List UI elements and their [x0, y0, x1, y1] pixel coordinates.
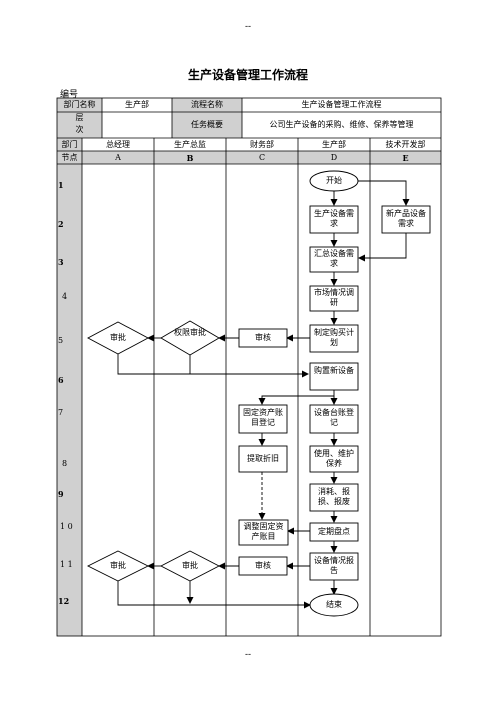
lane-name-a: 总经理 [106, 139, 130, 149]
row-number-5: 5 [58, 336, 64, 345]
d-report-box [309, 552, 359, 581]
b-approve2-diamond [160, 550, 220, 582]
level-label-cell: 层 次 [57, 112, 102, 138]
c-asset-box [238, 404, 288, 434]
c-audit2-label: 审核 [255, 561, 271, 570]
table-grid [56, 97, 442, 637]
d-collect-label: 汇总设备需求 [314, 249, 354, 268]
c-audit1-box [238, 328, 288, 348]
b-authority-diamond [160, 320, 220, 356]
d-maint-label: 使用、维护保养 [314, 449, 354, 468]
row-number-12: 12 [58, 596, 70, 606]
process-name-label: 流程名称 [172, 98, 242, 112]
c-audit2-box [238, 556, 288, 576]
lane-code-b: B [154, 151, 226, 164]
d-maint-box [309, 445, 359, 473]
c-adjust-label: 调整固定资产账目 [243, 522, 284, 541]
task-label: 任务概要 [172, 112, 242, 138]
d-plan-label: 制定购买计划 [314, 328, 354, 347]
d-demand-box [309, 205, 359, 234]
d-buy-label: 购置新设备 [314, 366, 354, 375]
d-buy-box [309, 362, 359, 391]
row-number-column [57, 164, 82, 636]
process-name-value: 生产设备管理工作流程 [301, 100, 382, 109]
d-market-label: 市场情况调研 [314, 288, 354, 307]
bottom-dash-mark: -- [244, 650, 252, 660]
d-scrap-label: 消耗、报损、报废 [318, 487, 350, 506]
a-approve2-label: 审批 [110, 561, 126, 570]
end-terminal [309, 593, 359, 617]
arrow-approve-buy [117, 354, 309, 378]
d-check-label: 定期盘点 [318, 527, 350, 536]
level-label-2: 次 [75, 125, 84, 134]
page-title: 生产设备管理工作流程 [187, 68, 308, 82]
row-number-10: 1 0 [60, 522, 73, 531]
lane-code-d: D [298, 151, 370, 164]
dept-name-value: 生产部 [125, 100, 149, 109]
row-number-11: 1 1 [60, 560, 73, 569]
lane-code-e: E [370, 151, 441, 164]
d-ledger-label: 设备台账登记 [314, 408, 354, 427]
end-label: 结束 [326, 600, 342, 609]
arrow-new-collect [358, 233, 407, 262]
c-audit1-label: 审核 [255, 333, 271, 342]
row-number-2: 2 [58, 219, 64, 229]
a-approve2-diamond [86, 550, 150, 582]
row-number-1: 1 [58, 180, 64, 190]
dept-name-label: 部门名称 [57, 98, 102, 112]
d-plan-box [309, 324, 359, 353]
start-terminal [309, 170, 359, 192]
d-scrap-box [309, 483, 359, 512]
arrow-approve-end [117, 581, 311, 609]
code-label: 编号 [60, 90, 79, 100]
lane-name-e: 技术开发部 [385, 139, 426, 149]
connectors [117, 180, 410, 609]
lane-name-c: 财务部 [250, 139, 274, 149]
arrow-buy-asset [258, 390, 335, 405]
lane-code-c: C [226, 151, 298, 164]
lane-name-d: 生产部 [322, 139, 346, 149]
d-report-label: 设备情况报告 [314, 556, 354, 575]
d-check-box [309, 522, 359, 542]
c-depr-label: 提取折旧 [247, 454, 279, 463]
row-number-9: 9 [58, 489, 64, 499]
lane-name-b: 生产总监 [174, 139, 206, 149]
dept-label: 部门 [57, 138, 82, 151]
arrow-start-new [352, 180, 410, 206]
a-approve1-diamond [87, 321, 149, 355]
row-number-6: 6 [58, 375, 64, 385]
d-ledger-box [309, 404, 359, 434]
d-market-box [309, 285, 359, 312]
d-demand-label: 生产设备需求 [314, 209, 354, 228]
c-asset-label: 固定资产账目登记 [243, 408, 283, 427]
b-authority-label: 权限审批 [174, 328, 206, 337]
top-dash-mark: -- [244, 22, 252, 32]
node-label: 节点 [57, 151, 82, 164]
row-number-4: 4 [62, 292, 68, 301]
lane-code-a: A [82, 151, 154, 164]
a-approve1-label: 审批 [110, 333, 126, 342]
b-approve2-label: 审批 [182, 561, 198, 570]
level-label-1: 层 [75, 113, 84, 122]
d-collect-box [309, 246, 359, 273]
task-value: 公司生产设备的采购、维修、保养等管理 [269, 120, 414, 129]
c-depr-box [238, 445, 288, 473]
e-new-box [381, 205, 431, 234]
c-adjust-box [238, 519, 289, 546]
row-number-3: 3 [58, 257, 64, 267]
e-new-label: 新产品设备需求 [386, 209, 426, 228]
start-label: 开始 [326, 176, 342, 185]
row-number-8: 8 [62, 459, 68, 468]
row-number-7: 7 [58, 408, 64, 417]
